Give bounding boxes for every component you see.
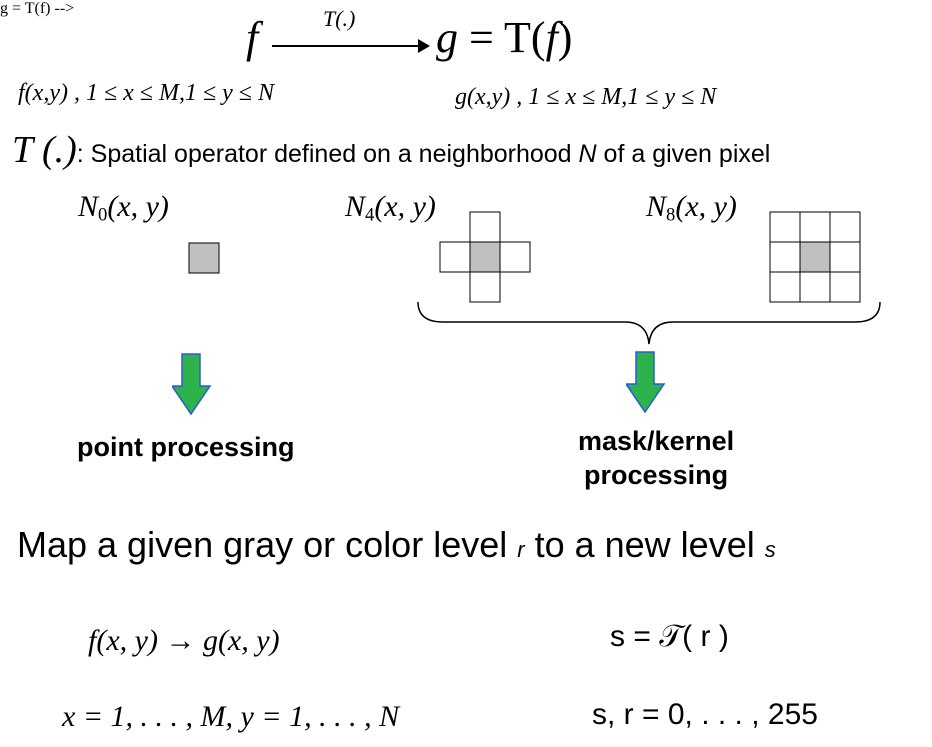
- mapping-r: r: [517, 537, 525, 562]
- point-processing-arrow: [172, 353, 212, 416]
- n0-base: N: [78, 190, 99, 223]
- f-domain: f(x,y) , 1 ≤ x ≤ M,1 ≤ y ≤ N: [18, 80, 274, 106]
- n4-top-pixel: [469, 211, 501, 243]
- n8-base: N: [646, 190, 667, 223]
- operator-symbol: T (.): [12, 129, 77, 171]
- point-processing-label: point processing: [77, 432, 295, 462]
- g-domain: g(x,y) , 1 ≤ x ≤ M,1 ≤ y ≤ N: [455, 84, 717, 110]
- n8-center-pixel: [799, 241, 831, 273]
- output-f: f: [545, 13, 558, 62]
- equation-xy-range: x = 1, . . . , M, y = 1, . . . , N: [62, 700, 400, 733]
- n0-args: (x, y): [107, 190, 169, 223]
- transform-arrow: [272, 39, 430, 53]
- operator-definition: T (.): Spatial operator defined on a nei…: [12, 128, 770, 172]
- operator-text-suffix: of a given pixel: [596, 140, 771, 168]
- mapping-mid: to a new level: [524, 524, 765, 565]
- curly-brace: [417, 301, 881, 345]
- n8-label: N8(x, y): [646, 190, 737, 227]
- n4-label: N4(x, y): [345, 190, 436, 227]
- n4-bottom-pixel: [469, 271, 501, 303]
- mapping-s: s: [764, 537, 776, 562]
- n4-args: (x, y): [374, 190, 436, 223]
- output-g: g: [436, 13, 458, 62]
- mapping-sentence: Map a given gray or color level r to a n…: [17, 524, 776, 566]
- n4-center-pixel: [469, 241, 501, 273]
- n0-pixel-grid: [188, 242, 220, 274]
- n8-pixel-grid: [769, 211, 861, 303]
- n8-sub: 8: [666, 204, 676, 226]
- equation-s: s = 𝒯( r ): [610, 620, 729, 653]
- operator-label: T(.): [323, 6, 356, 31]
- operator-text-prefix: : Spatial operator defined on a neighbor…: [76, 140, 579, 168]
- n4-right-pixel: [499, 241, 531, 273]
- n0-label: N0(x, y): [78, 190, 169, 227]
- n8-args: (x, y): [675, 190, 737, 223]
- mapping-prefix: Map a given gray or color level: [17, 524, 518, 565]
- operator-text-n: N: [578, 140, 597, 168]
- n0-sub: 0: [98, 204, 108, 226]
- n4-sub: 4: [365, 204, 375, 226]
- output-eq: = T(: [469, 13, 546, 62]
- mask-kernel-label: mask/kernel processing: [578, 424, 734, 492]
- output-expression: g = T(f): [436, 12, 572, 63]
- input-function: f: [246, 13, 259, 62]
- n0-center-pixel: [188, 242, 220, 274]
- equation-sr-range: s, r = 0, . . . , 255: [592, 698, 818, 731]
- mask-kernel-line2: processing: [584, 460, 729, 490]
- mask-processing-arrow: [626, 351, 666, 414]
- n4-pixel-grid: [439, 211, 531, 303]
- output-close: ): [557, 13, 573, 62]
- mask-kernel-line1: mask/kernel: [578, 426, 735, 456]
- n4-base: N: [345, 190, 366, 223]
- equation-fg: f(x, y) → g(x, y): [88, 624, 280, 657]
- n4-left-pixel: [439, 241, 471, 273]
